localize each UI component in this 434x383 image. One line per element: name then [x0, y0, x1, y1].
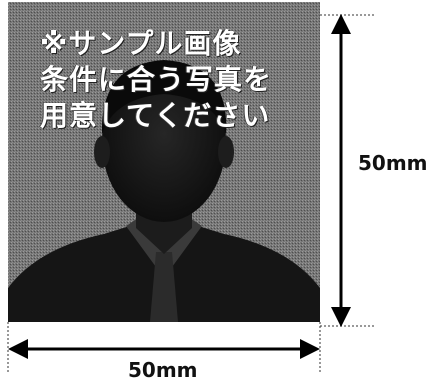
width-dimension-label: 50mm — [128, 358, 198, 382]
sample-photo: ※サンプル画像 条件に合う写真を 用意してください — [8, 2, 320, 322]
hair-shape — [101, 60, 227, 134]
left-ear — [94, 136, 110, 168]
caption-line-1: ※サンプル画像 — [40, 27, 242, 60]
height-arrow-down-icon — [331, 307, 351, 327]
width-arrow-right-icon — [300, 339, 320, 359]
width-arrow-left-icon — [8, 339, 28, 359]
right-ear — [218, 136, 234, 168]
height-arrow-up-icon — [331, 14, 351, 34]
caption-line-3: 用意してください — [40, 99, 271, 132]
sample-caption: ※サンプル画像 条件に合う写真を 用意してください — [40, 26, 272, 134]
head-shape — [102, 62, 226, 222]
caption-line-2: 条件に合う写真を — [40, 63, 273, 96]
portrait-silhouette-icon — [8, 2, 320, 322]
height-dimension-label: 50mm — [358, 151, 428, 175]
tie-shape — [150, 252, 178, 322]
